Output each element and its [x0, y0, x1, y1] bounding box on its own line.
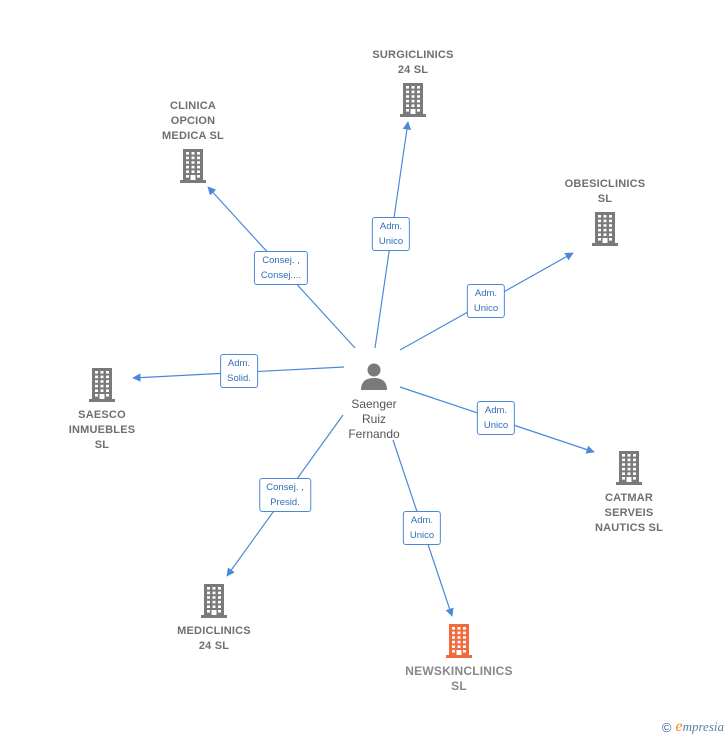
building-icon-obesiclinics[interactable] [592, 212, 618, 246]
edges-layer [132, 121, 595, 617]
edge-label-clinica[interactable]: Consej. ,Consej.... [253, 251, 309, 285]
building-icon-newskinclinics[interactable] [446, 624, 472, 658]
edge-label-saesco[interactable]: Adm.Solid. [220, 354, 258, 388]
edge-label-mediclinics[interactable]: Consej. ,Presid. [259, 478, 311, 512]
empresia-logo[interactable]: empresia [675, 718, 724, 735]
edge-label-obesiclinics[interactable]: Adm.Unico [466, 284, 506, 318]
building-icon-clinica[interactable] [180, 149, 206, 183]
building-icon-surgiclinics[interactable] [400, 83, 426, 117]
building-icon-mediclinics[interactable] [201, 584, 227, 618]
edge-label-surgiclinics[interactable]: Adm.Unico [371, 217, 411, 251]
building-icon-catmar[interactable] [616, 451, 642, 485]
building-icon-saesco[interactable] [89, 368, 115, 402]
edge-label-catmar[interactable]: Adm.Unico [476, 401, 516, 435]
person-icon[interactable] [361, 363, 387, 391]
edge-label-newskinclinics[interactable]: Adm.Unico [402, 511, 442, 545]
footer: © empresia [662, 718, 724, 736]
copyright-symbol: © [661, 719, 672, 735]
nodes-layer [89, 83, 642, 658]
